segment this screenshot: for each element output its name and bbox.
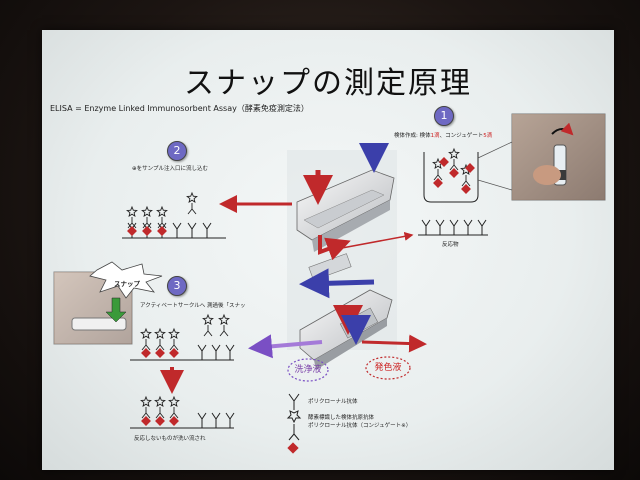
red-diamond-icon	[287, 442, 299, 454]
snap-burst-icon	[89, 261, 163, 299]
star-marker	[141, 205, 153, 217]
star-marker	[154, 327, 166, 339]
step-1-caption: 検体作成: 検体1滴、コンジュゲート5滴	[394, 133, 493, 139]
color-liquid-label: 発色液	[374, 363, 402, 373]
wash-liquid-oval	[287, 358, 329, 382]
antibody-marker	[203, 325, 213, 337]
antigen-diamond	[169, 348, 179, 358]
slide-subtitle: ELISA = Enzyme Linked Immunosorbent Assa…	[50, 104, 309, 113]
reaction-tube-diagram	[423, 141, 513, 203]
snap-burst-label: スナップ	[114, 280, 140, 288]
star-marker	[126, 205, 138, 217]
antibody-marker	[155, 339, 165, 351]
star-marker	[218, 313, 230, 325]
color-liquid-oval	[365, 356, 411, 380]
step3-complex-row	[130, 344, 235, 361]
diagram-canvas	[53, 113, 606, 454]
star-marker	[154, 395, 166, 407]
step-2-circle: 2	[167, 141, 187, 161]
antibody-marker	[127, 217, 137, 229]
molecule-layer	[126, 147, 475, 426]
washed-caption: 反応しないものが洗い流され	[134, 436, 206, 442]
antibody-marker	[219, 325, 229, 337]
flow-arrows	[160, 143, 427, 394]
star-marker	[168, 395, 180, 407]
antigen-diamond	[141, 416, 151, 426]
antigen-diamond	[449, 168, 459, 178]
antibody-y-icon	[288, 393, 300, 410]
antibody-marker	[187, 203, 197, 215]
antigen-diamond	[461, 184, 471, 194]
reaction-y-row	[418, 219, 488, 236]
antibody-marker	[433, 169, 443, 181]
antigen-diamond	[142, 226, 152, 236]
reaction-label: 反応物	[442, 242, 459, 248]
antigen-diamond	[169, 416, 179, 426]
star-marker	[448, 147, 460, 159]
antigen-diamond	[155, 348, 165, 358]
antibody-marker	[141, 339, 151, 351]
antigen-diamond	[141, 348, 151, 358]
antibody-marker	[169, 407, 179, 419]
antigen-diamond	[433, 178, 443, 188]
star-marker	[202, 313, 214, 325]
step-1-circle: 1	[434, 106, 454, 126]
step-3-circle: 3	[167, 276, 187, 296]
antibody-marker	[461, 175, 471, 187]
step-2-caption: ⊕をサンプル注入口に流し込む	[132, 166, 208, 172]
legend-item-1: ポリクローナル抗体	[308, 399, 358, 405]
antibody-marker	[155, 407, 165, 419]
wash-liquid-label: 洗浄液	[294, 365, 322, 375]
step-3-caption: アクティベートサークルへ 測過後「スナッ	[140, 303, 246, 309]
enzyme-antibody-icon	[286, 410, 302, 441]
slide-title: スナップの測定原理	[184, 66, 472, 101]
star-marker	[186, 191, 198, 203]
presentation-slide: スナップの測定原理 ELISA = Enzyme Linked Immunoso…	[42, 30, 614, 470]
star-marker	[140, 395, 152, 407]
legend-item-2: 酵素標識した検体抗原抗体 ポリクローナル抗体（コンジュゲート※）	[308, 415, 412, 429]
antigen-diamond	[155, 416, 165, 426]
star-marker	[140, 327, 152, 339]
antigen-diamond	[465, 163, 475, 173]
antibody-marker	[449, 159, 459, 171]
antibody-marker	[142, 217, 152, 229]
antigen-diamond	[157, 226, 167, 236]
antibody-marker	[157, 217, 167, 229]
antibody-marker	[141, 407, 151, 419]
antigen-diamond	[439, 157, 449, 167]
washed-complex-row	[130, 412, 235, 429]
star-marker	[168, 327, 180, 339]
antibody-marker	[169, 339, 179, 351]
sample-tube-photo	[511, 113, 606, 201]
star-marker	[156, 205, 168, 217]
antigen-diamond	[127, 226, 137, 236]
